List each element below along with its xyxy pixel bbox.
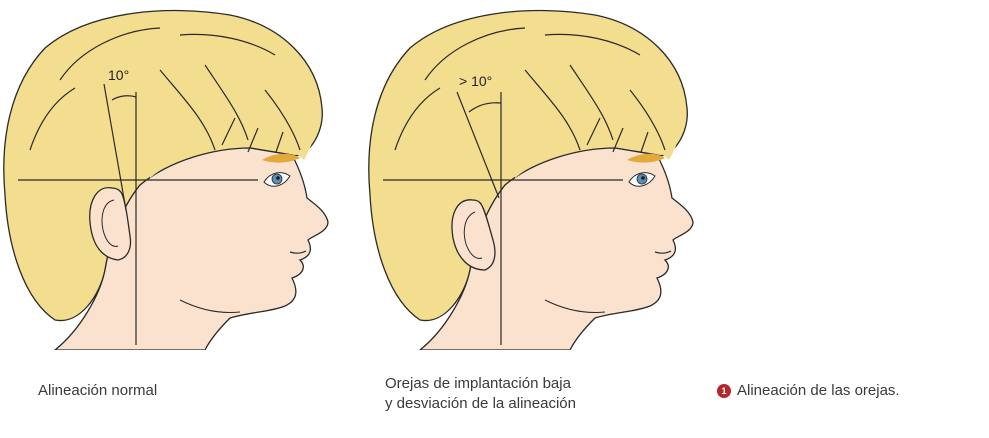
head-profile-illustration: > 10° [365, 0, 695, 350]
figure-label: 1 Alineación de las orejas. [717, 381, 900, 401]
caption-line: y desviación de la alineación [385, 394, 576, 414]
caption-low-set-ears: Orejas de implantación baja y desviación… [385, 374, 576, 414]
angle-label: 10° [108, 67, 129, 83]
caption-normal-alignment: Alineación normal [38, 381, 157, 401]
caption-line: Orejas de implantación baja [385, 374, 576, 394]
figure-number-badge: 1 [717, 384, 731, 398]
head-low-set-ears: > 10° [365, 0, 695, 350]
head-normal-alignment: 10° [0, 0, 330, 350]
head-profile-illustration: 10° [0, 0, 330, 350]
angle-label: > 10° [459, 73, 492, 89]
figure-title: Alineación de las orejas. [737, 381, 900, 401]
